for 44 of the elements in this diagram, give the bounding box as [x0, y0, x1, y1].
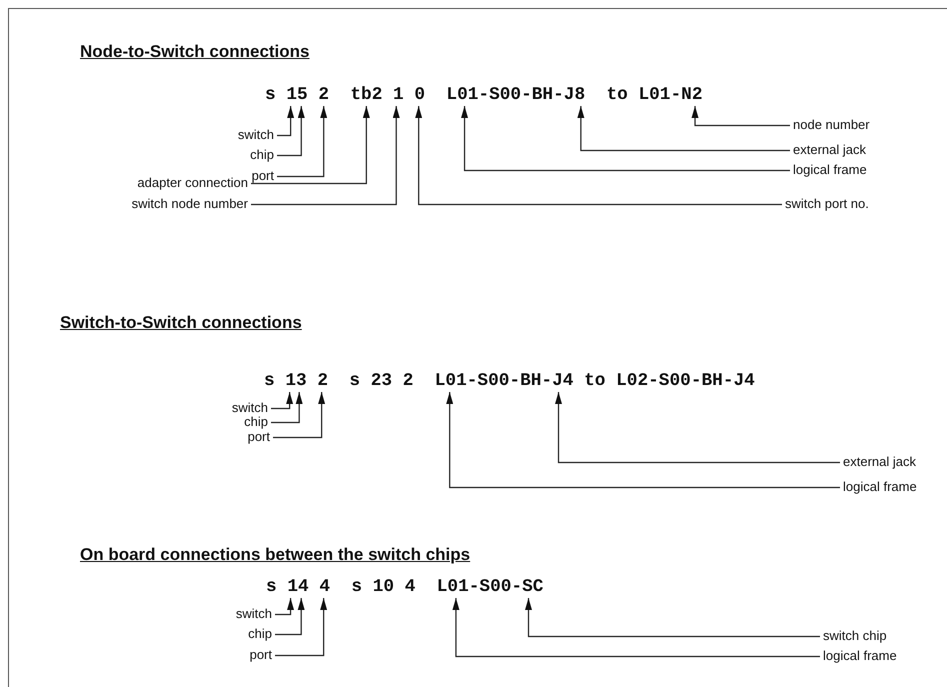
leader-line: [271, 392, 303, 424]
annotation-label: port: [248, 429, 270, 444]
annotation-label: external jack: [793, 142, 866, 157]
code-string: s 14 4 s 10 4 L01-S00-SC: [266, 577, 544, 597]
leader-line: [277, 106, 294, 136]
annotation-label: port: [252, 168, 274, 183]
annotation-label: adapter connection: [137, 175, 248, 190]
leader-line: [251, 106, 400, 206]
annotation-label: switch: [236, 606, 272, 621]
annotation-label: external jack: [843, 454, 916, 469]
annotation-label: chip: [244, 414, 268, 429]
annotation-label: chip: [248, 626, 272, 641]
annotation-label: node number: [793, 117, 870, 132]
leader-line: [277, 106, 328, 178]
leader-line: [273, 392, 326, 438]
section-heading: On board connections between the switch chips: [80, 545, 470, 565]
leader-line: [275, 598, 328, 656]
leader-line: [525, 598, 820, 638]
annotation-label: switch: [238, 127, 274, 142]
code-string: s 13 2 s 23 2 L01-S00-BH-J4 to L02-S00-BH-J4: [264, 371, 755, 391]
code-string: s 15 2 tb2 1 0 L01-S00-BH-J8 to L01-N2: [265, 85, 702, 105]
leader-line: [275, 598, 294, 616]
leader-line: [452, 598, 820, 658]
leader-line: [461, 106, 790, 172]
annotation-label: switch chip: [823, 628, 887, 643]
leader-line: [271, 392, 294, 410]
leader-line: [446, 392, 840, 488]
leader-line: [415, 106, 782, 206]
section-heading: Switch-to-Switch connections: [60, 313, 302, 333]
section-heading: Node-to-Switch connections: [80, 42, 310, 62]
leader-line: [555, 392, 840, 464]
annotation-label: logical frame: [793, 162, 867, 177]
leader-line: [692, 106, 790, 126]
annotation-label: chip: [250, 147, 274, 162]
annotation-label: logical frame: [843, 479, 917, 494]
annotation-label: switch: [232, 400, 268, 415]
annotation-label: switch node number: [132, 196, 248, 211]
leader-line: [251, 106, 370, 184]
annotation-label: switch port no.: [785, 196, 869, 211]
annotation-label: logical frame: [823, 648, 897, 663]
leader-line: [577, 106, 790, 152]
leader-line: [277, 106, 305, 156]
annotation-label: port: [250, 647, 272, 662]
leader-line: [275, 598, 305, 636]
